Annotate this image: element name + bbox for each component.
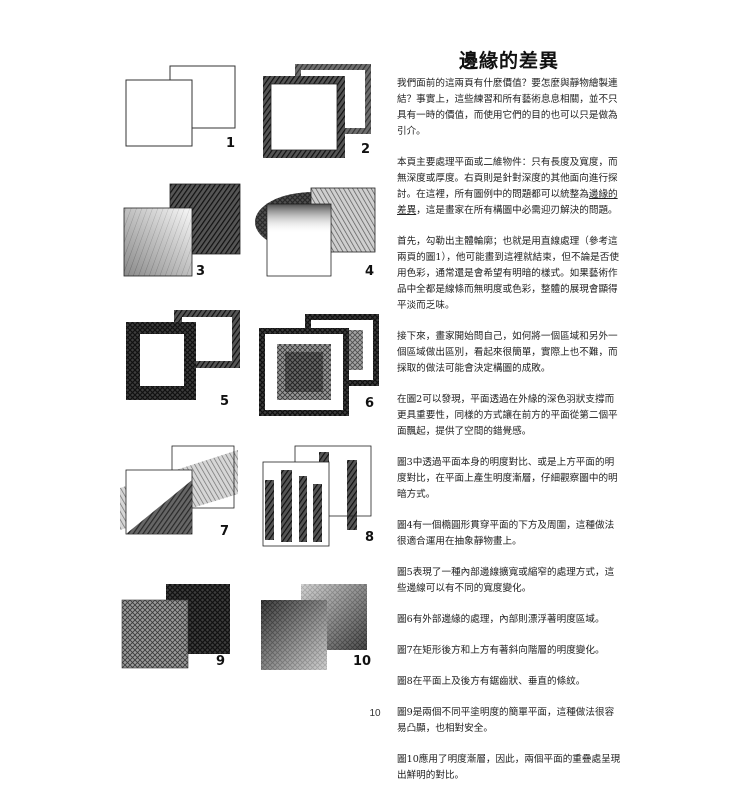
figure-9-drawing	[121, 584, 230, 669]
figure-number: 2	[361, 142, 371, 157]
figure-7: 7	[120, 440, 250, 560]
paragraph: 圖8在平面上及後方有鋸齒狀、垂直的條紋。	[397, 676, 586, 687]
paragraph-text: ，這是畫家在所有構圖中必需迎刃解決的問題。	[416, 205, 618, 216]
page-title: 邊緣的差異	[458, 50, 559, 72]
figure-10: 10	[255, 580, 385, 700]
figure-3: 3	[120, 180, 250, 300]
figure-8: 8	[255, 440, 385, 560]
paragraph: 圖4有一個橢圓形貫穿平面的下方及周圍，這種做法很適合運用在抽象靜物畫上。	[397, 520, 615, 547]
figure-number: 8	[365, 530, 375, 545]
figure-4-drawing	[255, 187, 376, 277]
figure-6-drawing	[259, 314, 379, 416]
underlined-term: 邊緣的差異	[397, 189, 618, 216]
paragraph: 我們面前的這兩頁有什麼價值？要怎麼與靜物繪製連結？事實上，這些練習和所有藝術息息…	[397, 78, 618, 137]
figure-number: 1	[226, 136, 236, 151]
figure-1: 1	[120, 62, 250, 182]
figure-10-drawing	[261, 584, 367, 670]
figure-number: 5	[220, 394, 230, 409]
figure-7-drawing	[120, 445, 238, 535]
figure-number: 3	[196, 264, 206, 279]
paragraph: 接下來，畫家開始問自己，如何將一個區域和另外一個區域做出區別，看起來很簡單，實際…	[397, 331, 618, 374]
figure-9: 9	[120, 580, 250, 700]
paragraph: 首先，勾勒出主體輪廓；也就是用直線處理（參考這兩頁的圖1），他可能畫到這裡就結束…	[397, 236, 619, 311]
figure-5: 5	[120, 300, 250, 420]
paragraph: 圖7在矩形後方和上方有著斜向階層的明度變化。	[397, 645, 605, 656]
figure-2-drawing	[263, 64, 371, 158]
paragraph: 圖10應用了明度漸層，因此，兩個平面的重疊處呈現出鮮明的對比。	[397, 754, 621, 781]
figure-4: 4	[255, 180, 385, 300]
figure-number: 9	[216, 654, 226, 669]
figure-3-drawing	[123, 183, 241, 277]
figure-number: 7	[220, 524, 230, 539]
figure-number: 6	[365, 396, 375, 411]
book-page: 1	[120, 50, 620, 781]
figure-2: 2	[255, 62, 385, 182]
paragraph: 在圖2可以發現，平面透過在外緣的深色羽狀支撐而更具重要性，同樣的方式讓在前方的平…	[397, 394, 618, 437]
page-number: 10	[369, 708, 381, 719]
paragraph: 圖9是兩個不同平塗明度的簡單平面，這種做法很容易凸顯，也相對安全。	[397, 707, 615, 734]
figure-number: 4	[365, 264, 375, 279]
figure-8-drawing	[262, 445, 372, 547]
paragraph: 圖5表現了一種內部邊線擴寬或縮窄的處理方式，這些邊線可以有不同的寬度變化。	[397, 567, 615, 594]
paragraph: 圖6有外部邊緣的處理，內部則漂浮著明度區域。	[397, 614, 605, 625]
figure-6: 6	[255, 300, 385, 420]
figure-1-drawing	[125, 65, 236, 147]
paragraph-text: 本頁主要處理平面或二維物件：只有長度及寬度，而無深度或厚度。右頁則是針對深度的其…	[397, 157, 618, 200]
figure-number: 10	[353, 654, 372, 669]
paragraph: 圖3中透過平面本身的明度對比、或是上方平面的明度對比，在平面上產生明度漸層，仔細…	[397, 457, 618, 500]
figure-5-drawing	[126, 310, 240, 400]
paragraph: 本頁主要處理平面或二維物件：只有長度及寬度，而無深度或厚度。右頁則是針對深度的其…	[397, 155, 622, 219]
body-text: 我們面前的這兩頁有什麼價值？要怎麼與靜物繪製連結？事實上，這些練習和所有藝術息息…	[397, 76, 622, 799]
